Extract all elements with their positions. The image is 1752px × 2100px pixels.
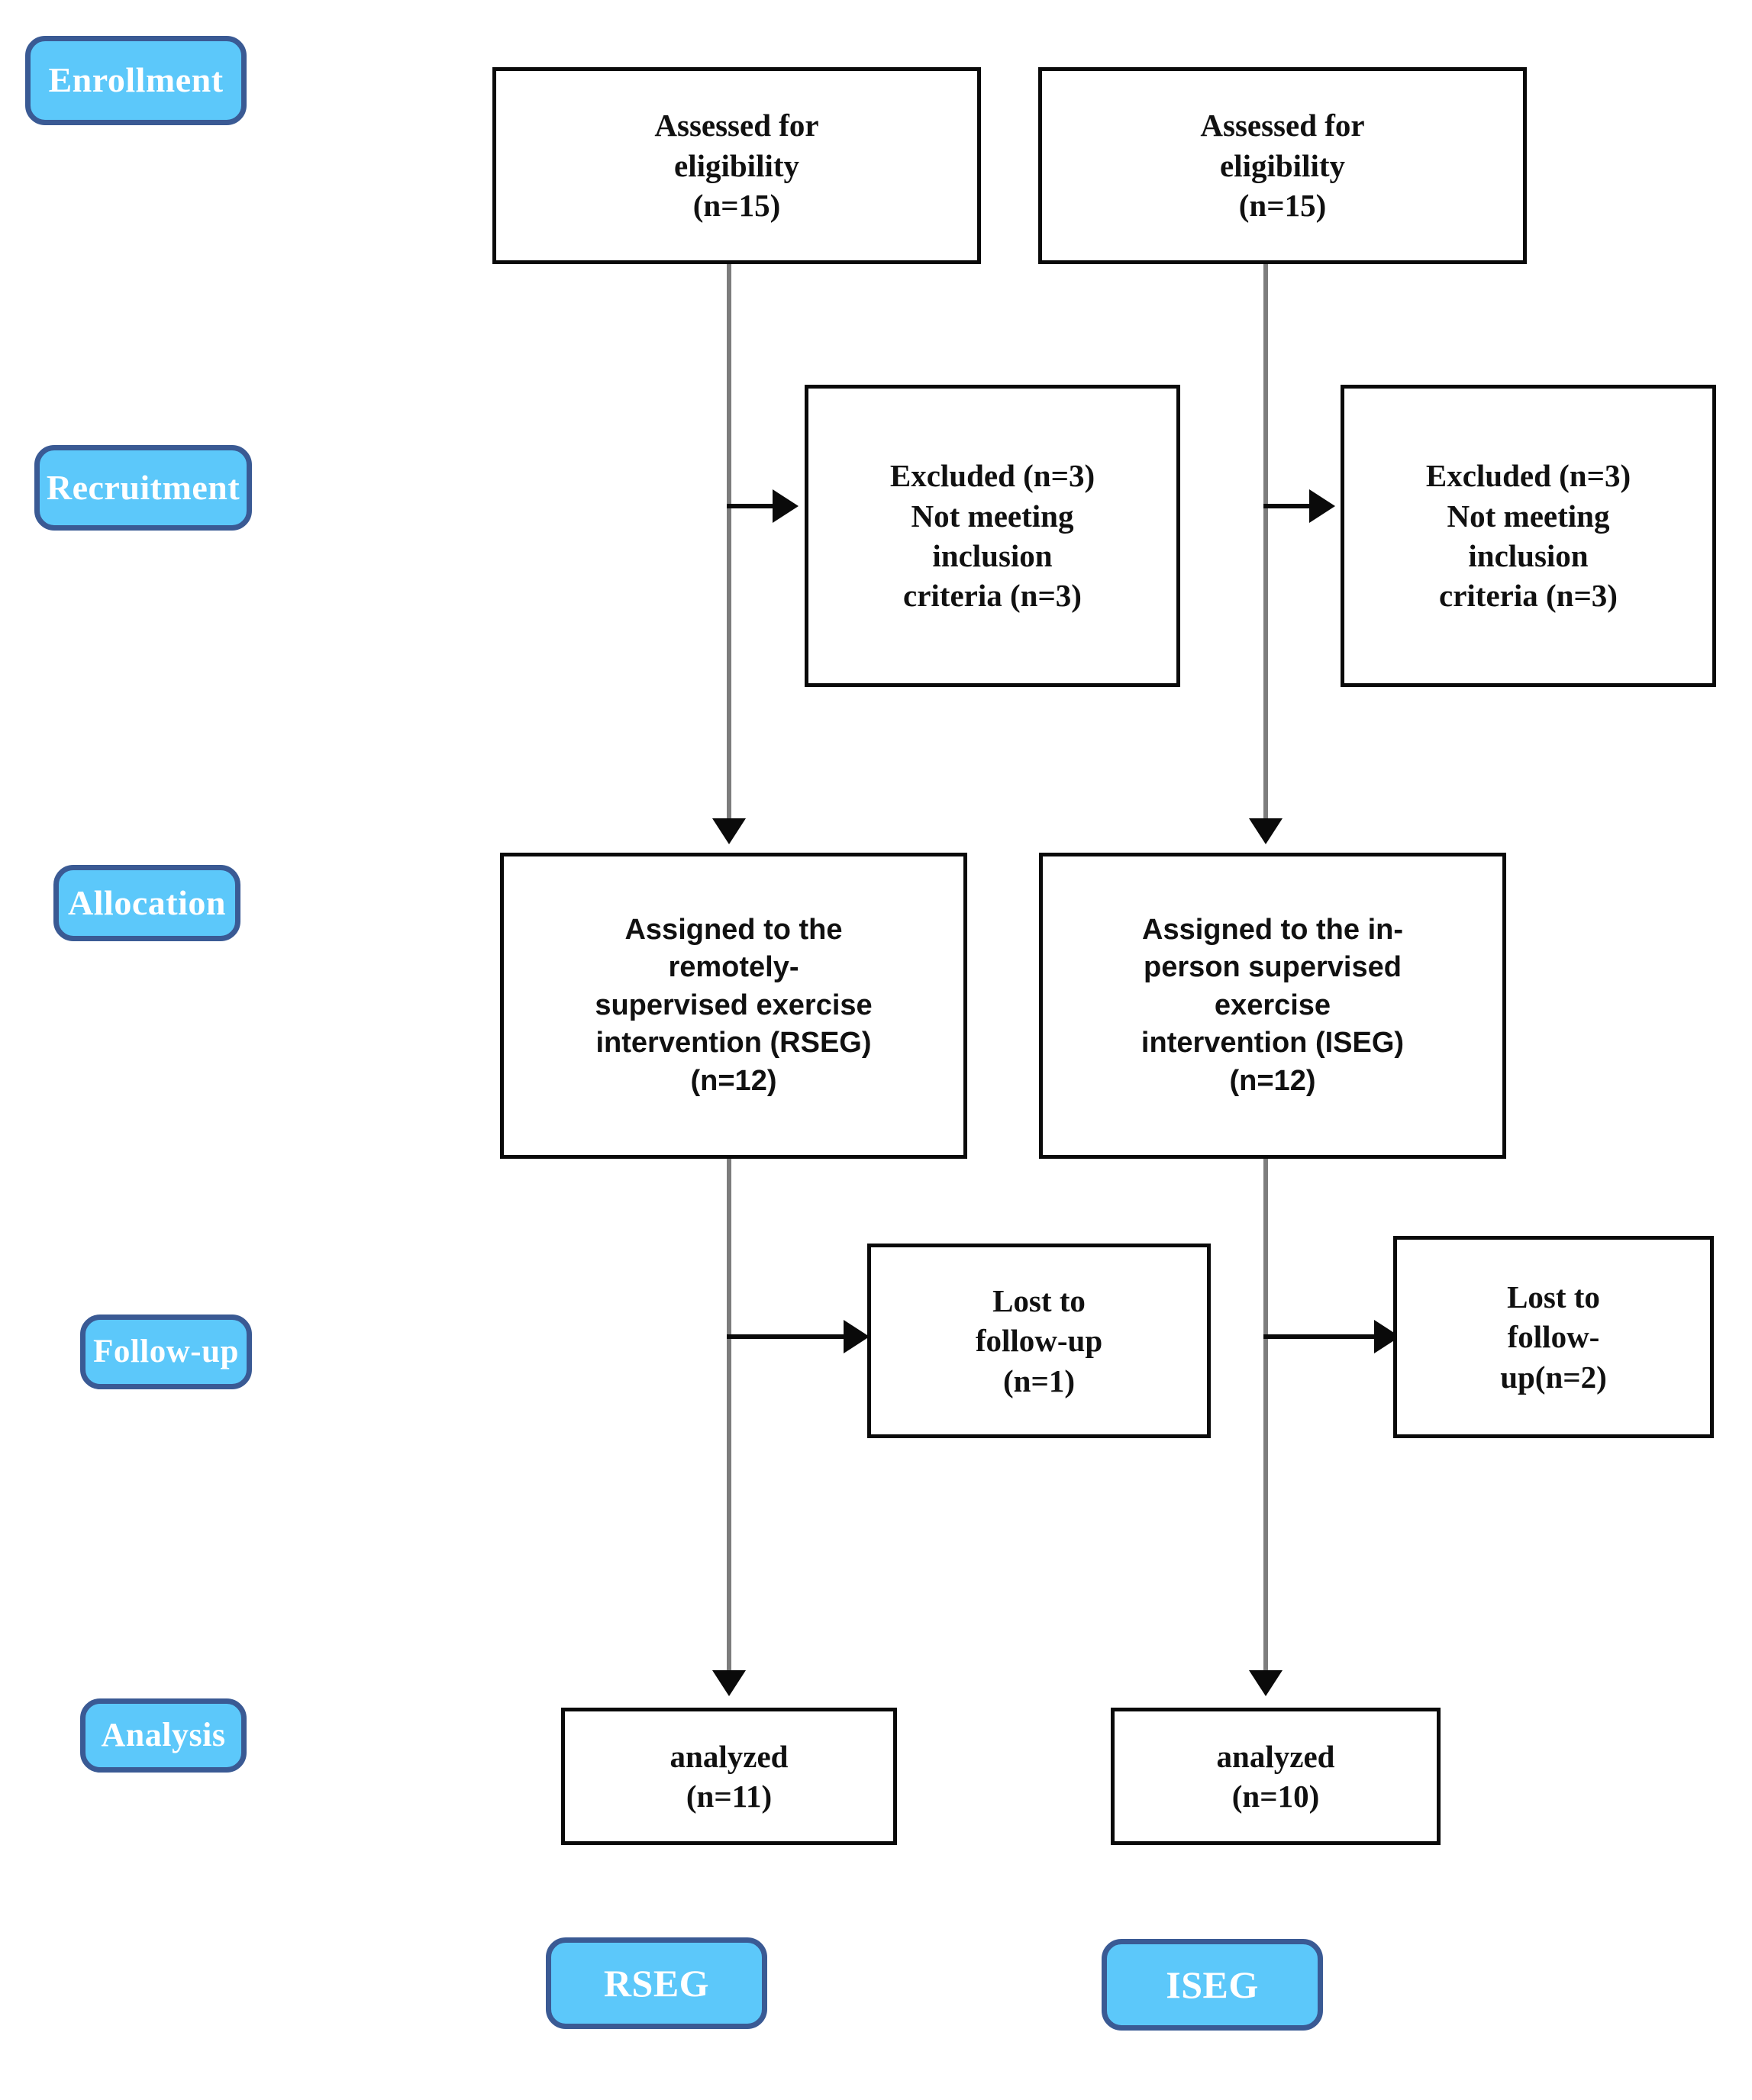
box-assessed-eligibility-right: Assessed for eligibility (n=15)	[1038, 67, 1527, 264]
stage-badge-analysis: Analysis	[80, 1698, 247, 1773]
arrowhead-right-to-excluded	[1309, 489, 1335, 523]
connector-right-enrollment-to-allocation	[1263, 264, 1268, 834]
group-badge-rseg: RSEG	[546, 1937, 767, 2029]
box-excluded-left: Excluded (n=3) Not meeting inclusion cri…	[805, 385, 1180, 687]
box-allocation-right: Assigned to the in- person supervised ex…	[1039, 853, 1506, 1159]
stage-label-analysis: Analysis	[101, 1716, 226, 1754]
stage-label-recruitment: Recruitment	[46, 467, 240, 507]
arrowhead-right-to-analysis	[1249, 1670, 1283, 1696]
box-lost-followup-left: Lost to follow-up (n=1)	[867, 1244, 1211, 1438]
connector-right-to-lost-followup	[1263, 1334, 1384, 1339]
box-text: Excluded (n=3) Not meeting inclusion cri…	[1425, 458, 1631, 614]
arrowhead-left-to-analysis	[712, 1670, 746, 1696]
connector-left-to-lost-followup	[727, 1334, 855, 1339]
arrowhead-left-to-excluded	[773, 489, 799, 523]
box-text: Lost to follow- up(n=2)	[1500, 1279, 1607, 1395]
box-text: Assigned to the remotely- supervised exe…	[595, 914, 873, 1097]
connector-left-to-excluded	[727, 504, 780, 508]
stage-badge-enrollment: Enrollment	[25, 36, 247, 125]
box-text: analyzed (n=11)	[670, 1738, 789, 1814]
stage-badge-allocation: Allocation	[53, 865, 240, 941]
box-text: Assessed for eligibility (n=15)	[654, 108, 819, 224]
box-text: analyzed (n=10)	[1216, 1738, 1335, 1814]
box-text: Lost to follow-up (n=1)	[975, 1282, 1103, 1398]
box-allocation-left: Assigned to the remotely- supervised exe…	[500, 853, 967, 1159]
box-lost-followup-right: Lost to follow- up(n=2)	[1393, 1236, 1714, 1438]
box-text: Assigned to the in- person supervised ex…	[1141, 914, 1405, 1097]
connector-right-to-excluded	[1263, 504, 1317, 508]
connector-right-allocation-to-analysis	[1263, 1159, 1268, 1685]
arrowhead-right-to-allocation	[1249, 818, 1283, 844]
box-excluded-right: Excluded (n=3) Not meeting inclusion cri…	[1341, 385, 1716, 687]
arrowhead-left-to-lost-followup	[844, 1320, 870, 1353]
stage-label-enrollment: Enrollment	[48, 60, 224, 100]
stage-label-allocation: Allocation	[68, 882, 226, 922]
arrowhead-left-to-allocation	[712, 818, 746, 844]
group-badge-iseg: ISEG	[1102, 1939, 1323, 2031]
stage-badge-recruitment: Recruitment	[34, 445, 252, 531]
connector-left-enrollment-to-allocation	[727, 264, 731, 834]
box-analyzed-left: analyzed (n=11)	[561, 1708, 897, 1845]
stage-label-followup: Follow-up	[93, 1334, 239, 1370]
connector-left-allocation-to-analysis	[727, 1159, 731, 1685]
box-text: Assessed for eligibility (n=15)	[1200, 108, 1365, 224]
box-analyzed-right: analyzed (n=10)	[1111, 1708, 1441, 1845]
group-label-iseg: ISEG	[1166, 1963, 1259, 2006]
box-text: Excluded (n=3) Not meeting inclusion cri…	[889, 458, 1095, 614]
group-label-rseg: RSEG	[603, 1961, 710, 2005]
stage-badge-followup: Follow-up	[80, 1315, 252, 1389]
box-assessed-eligibility-left: Assessed for eligibility (n=15)	[492, 67, 981, 264]
